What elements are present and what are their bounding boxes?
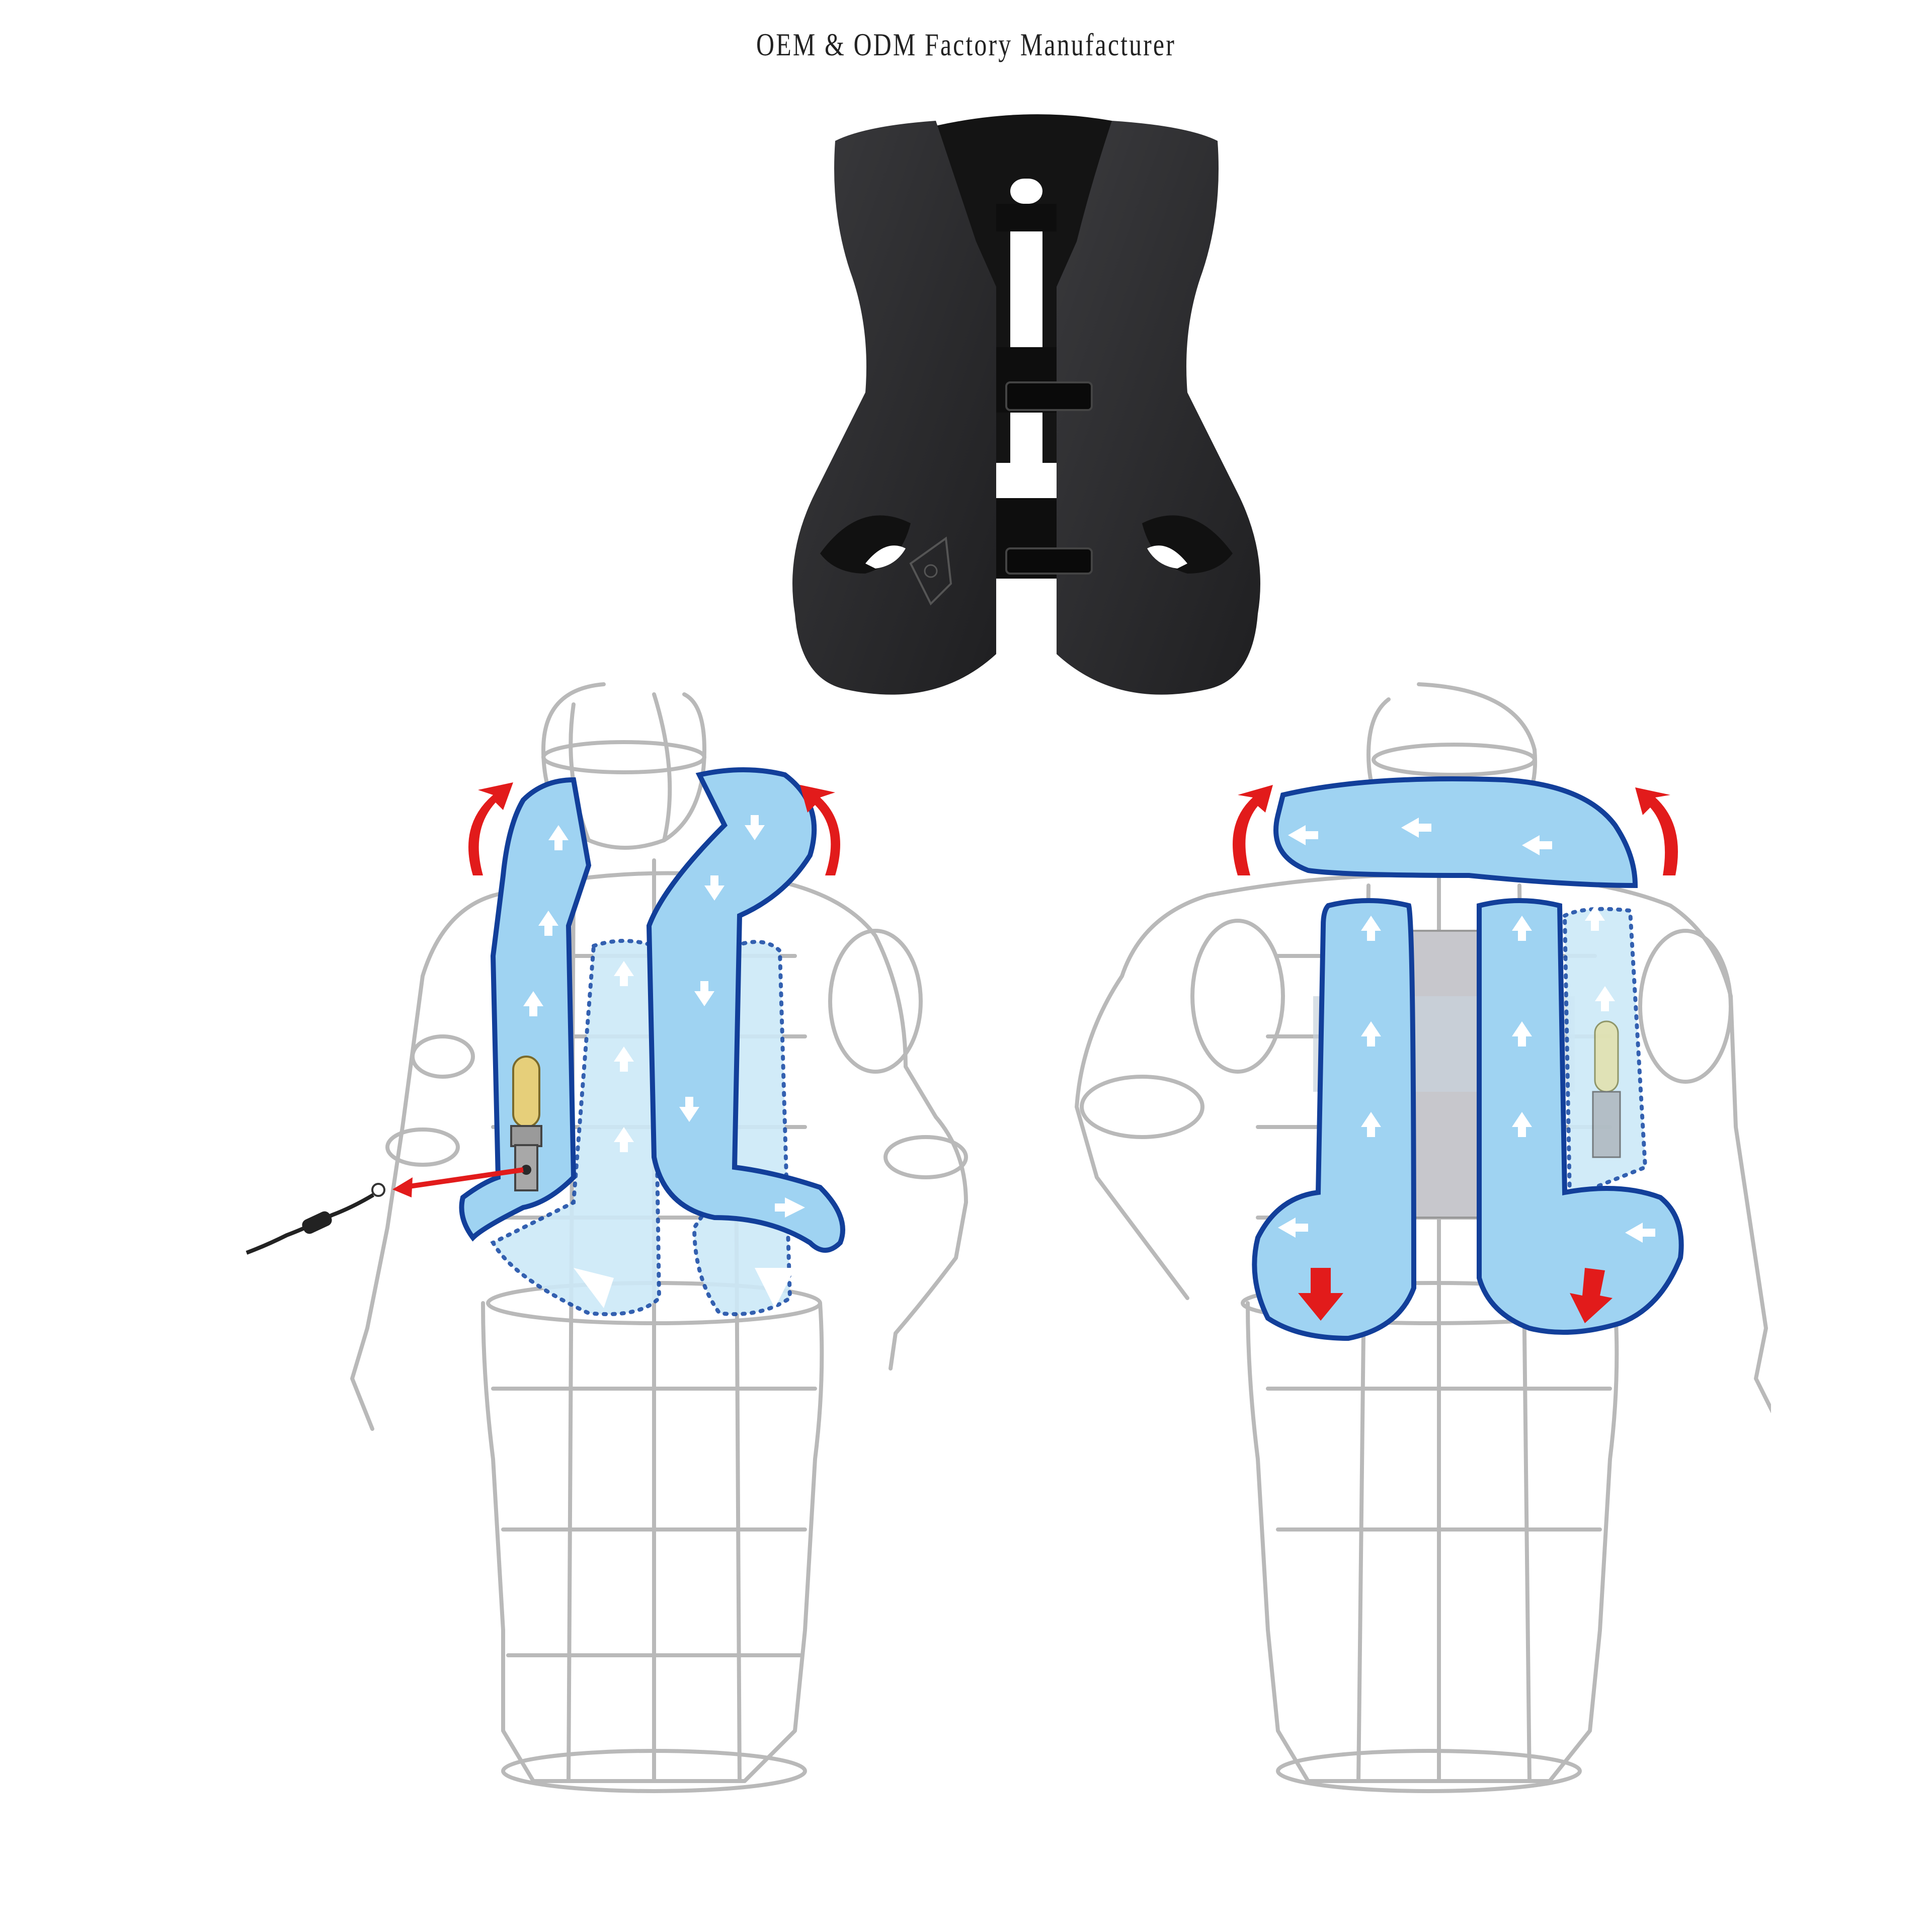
page-title: OEM & ODM Factory Manufacturer [756, 27, 1176, 62]
inflation-arrow-down-right [1570, 1268, 1613, 1323]
airflow-arrows [1278, 818, 1655, 1243]
inflation-arrow-right [1635, 787, 1678, 875]
co2-cartridge [1592, 1020, 1621, 1158]
back-view-diagram [1067, 674, 1771, 1811]
airbag-left-column [459, 777, 592, 1242]
lanyard-ring [371, 1183, 385, 1197]
inflation-arrow-right [800, 785, 840, 875]
airbag-right-column [1477, 898, 1684, 1335]
inflation-arrow-left [468, 782, 513, 875]
co2-cartridge [510, 1056, 542, 1191]
airflow-arrows [523, 815, 805, 1308]
front-view-diagram [242, 674, 1067, 1811]
lanyard-pull-arrow [402, 1167, 524, 1190]
inflation-arrow-down-left [1298, 1268, 1343, 1321]
hidden-airbag-chamber-left [490, 939, 662, 1316]
inflation-arrow-left [1233, 785, 1273, 875]
airbag-neck-collar [1273, 776, 1638, 889]
airbag-vest-image [785, 111, 1268, 725]
